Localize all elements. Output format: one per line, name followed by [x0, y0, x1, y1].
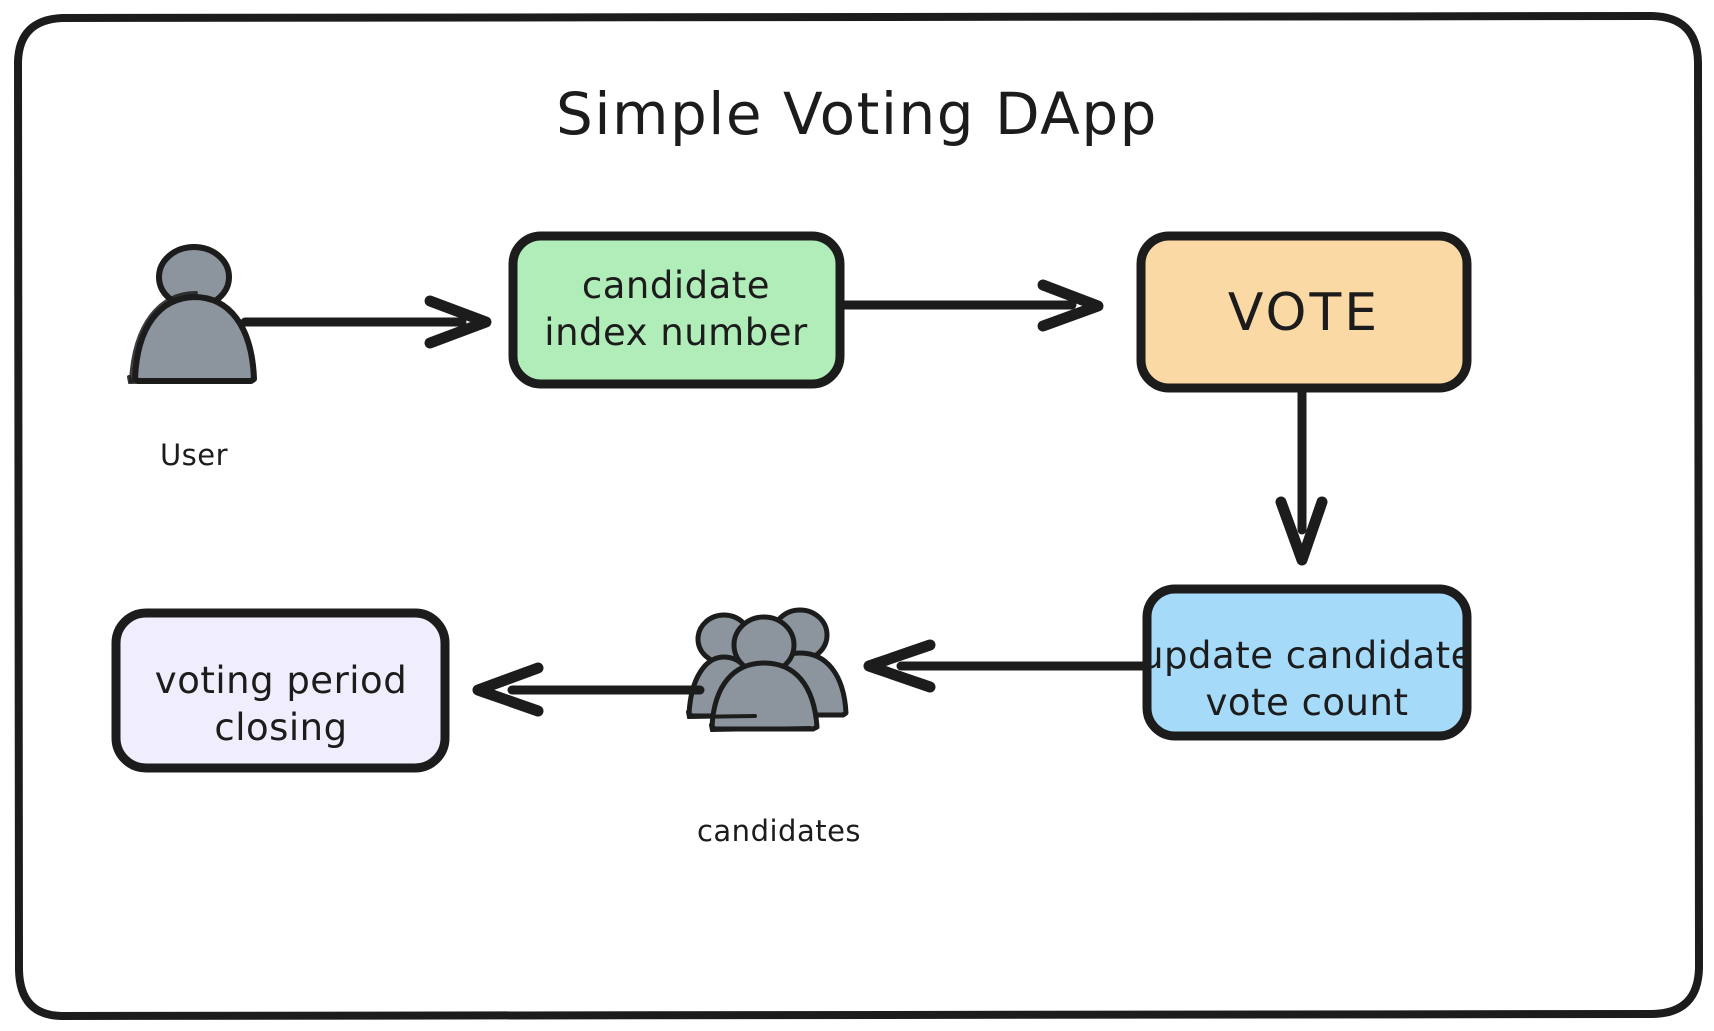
- outer-frame: [14, 12, 1703, 1020]
- candidate-index-line-2: index number: [544, 311, 808, 354]
- node-voting-period-closing: [111, 608, 450, 773]
- diagram-title: Simple Voting DApp: [556, 80, 1158, 148]
- user-caption: User: [160, 438, 228, 472]
- candidates-caption: candidates: [697, 814, 861, 848]
- candidate-index-line-1: candidate: [582, 264, 770, 307]
- single-person-icon: [127, 244, 257, 385]
- update-count-line-2: vote count: [1206, 681, 1409, 724]
- edge-update-to-candidates: [863, 639, 1148, 693]
- edge-candidates-to-closing: [472, 662, 705, 717]
- vote-label: VOTE: [1228, 283, 1380, 343]
- node-update-count: [1142, 584, 1472, 741]
- voting-period-line-1: voting period: [155, 659, 407, 702]
- node-candidate-index: [508, 231, 845, 389]
- update-count-line-1: update candidate: [1140, 634, 1474, 677]
- edge-candidate-to-vote: [840, 279, 1104, 332]
- edge-vote-to-update: [1275, 387, 1328, 566]
- group-of-people-icon: [686, 607, 849, 733]
- edge-user-to-candidate: [240, 295, 492, 349]
- voting-period-line-2: closing: [214, 706, 347, 749]
